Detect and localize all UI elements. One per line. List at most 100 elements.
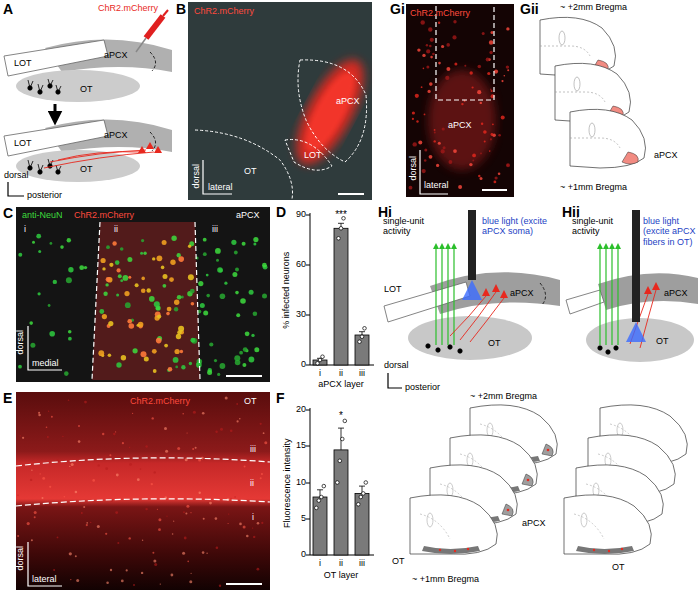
cell-dot bbox=[418, 141, 422, 145]
cell-dot bbox=[84, 401, 87, 404]
data-point bbox=[338, 459, 342, 463]
cell-dot bbox=[38, 292, 41, 295]
drawing-part bbox=[58, 152, 142, 160]
cell-dot bbox=[216, 546, 219, 549]
cell-dot bbox=[257, 522, 260, 525]
cell-dot bbox=[132, 413, 133, 414]
cell-dot bbox=[66, 277, 72, 283]
drawing-part bbox=[44, 152, 154, 168]
region-label: OT bbox=[80, 84, 93, 94]
drawing-part bbox=[92, 222, 100, 380]
cell-dot bbox=[124, 291, 129, 296]
region-label: aPCX bbox=[336, 96, 360, 106]
cell-dot bbox=[506, 65, 509, 68]
region-label: aPCX bbox=[510, 288, 534, 298]
region-label: i bbox=[24, 224, 26, 234]
cell-dot bbox=[115, 260, 120, 265]
data-point bbox=[364, 481, 368, 485]
cell-dot bbox=[415, 94, 419, 98]
region-label: aPCX bbox=[236, 210, 260, 220]
cell-dot bbox=[102, 314, 107, 319]
orientation-label: lateral bbox=[424, 180, 449, 190]
drawing-part bbox=[570, 109, 646, 168]
tick-label: 0 bbox=[301, 549, 306, 559]
cell-dot bbox=[151, 483, 153, 485]
cell-dot bbox=[86, 524, 88, 526]
drawing-part bbox=[28, 326, 62, 370]
cell-dot bbox=[506, 163, 510, 167]
orientation-label: posterior bbox=[27, 190, 62, 200]
drawing-part bbox=[453, 246, 454, 345]
annotation: ~ +1mm Bregma bbox=[412, 574, 479, 584]
cell-dot bbox=[141, 289, 146, 294]
drawing-part bbox=[203, 160, 232, 194]
cell-dot bbox=[449, 160, 453, 164]
drawing-part bbox=[447, 246, 448, 345]
cell-dot bbox=[68, 400, 70, 402]
cell-dot bbox=[90, 522, 91, 523]
drawing-part bbox=[306, 410, 310, 555]
cell-dot bbox=[430, 56, 433, 59]
cell-dot bbox=[125, 302, 131, 308]
cell-dot bbox=[429, 155, 433, 159]
cell-dot bbox=[83, 506, 85, 508]
drawing-part bbox=[298, 60, 367, 162]
cell-dot bbox=[158, 528, 161, 531]
cell-dot bbox=[413, 142, 417, 146]
cell-dot bbox=[152, 552, 154, 554]
cell-dot bbox=[214, 359, 217, 362]
cell-dot bbox=[421, 20, 425, 24]
region-label: aPCX bbox=[664, 288, 688, 298]
cell-dot bbox=[182, 413, 184, 415]
cell-dot bbox=[175, 366, 178, 369]
data-point bbox=[341, 437, 345, 441]
region-label: LOT bbox=[304, 150, 322, 160]
cell-dot bbox=[190, 512, 191, 513]
cell-dot bbox=[236, 313, 240, 317]
panel-letter: A bbox=[3, 1, 13, 17]
cell-dot bbox=[75, 555, 77, 557]
drawing-part bbox=[420, 150, 448, 194]
cell-dot bbox=[490, 89, 492, 91]
drawing-part bbox=[8, 182, 24, 196]
drawing-part bbox=[547, 449, 550, 452]
cell-dot bbox=[262, 263, 267, 268]
orientation-label: lateral bbox=[208, 182, 233, 192]
tick-label: 90 bbox=[296, 209, 306, 219]
cell-dot bbox=[175, 349, 180, 354]
drawing-part bbox=[502, 504, 513, 516]
cell-dot bbox=[251, 334, 254, 337]
data-point bbox=[315, 506, 319, 510]
cell-dot bbox=[166, 312, 170, 316]
brain-schematic bbox=[4, 39, 172, 102]
cell-dot bbox=[22, 437, 24, 439]
cell-dot bbox=[18, 253, 22, 257]
cell-dot bbox=[209, 342, 213, 346]
cell-dot bbox=[430, 38, 434, 42]
panel-hi-schematic bbox=[384, 210, 560, 554]
cell-dot bbox=[141, 572, 143, 574]
cell-dot bbox=[215, 248, 221, 254]
cell-dot bbox=[199, 492, 201, 494]
region-label: aPCX bbox=[522, 518, 546, 528]
cell-dot bbox=[504, 75, 506, 77]
cell-dot bbox=[105, 467, 108, 470]
drawing-part bbox=[468, 210, 476, 280]
cell-dot bbox=[68, 337, 72, 341]
cell-dot bbox=[225, 397, 228, 400]
drawing-part bbox=[436, 6, 494, 100]
drawing-part bbox=[285, 140, 332, 171]
cell-dot bbox=[239, 418, 241, 420]
cell-dot bbox=[106, 277, 111, 282]
cell-dot bbox=[118, 274, 122, 278]
drawing-part bbox=[448, 345, 452, 349]
drawing-part bbox=[195, 222, 200, 380]
cell-dot bbox=[154, 471, 156, 473]
tick-label: i bbox=[319, 368, 321, 378]
cell-dot bbox=[27, 522, 30, 525]
drawing-part bbox=[458, 349, 462, 353]
drawing-part bbox=[17, 397, 267, 587]
drawing-part bbox=[310, 213, 374, 365]
drawing-part bbox=[527, 479, 530, 482]
drawing-part bbox=[136, 10, 168, 52]
